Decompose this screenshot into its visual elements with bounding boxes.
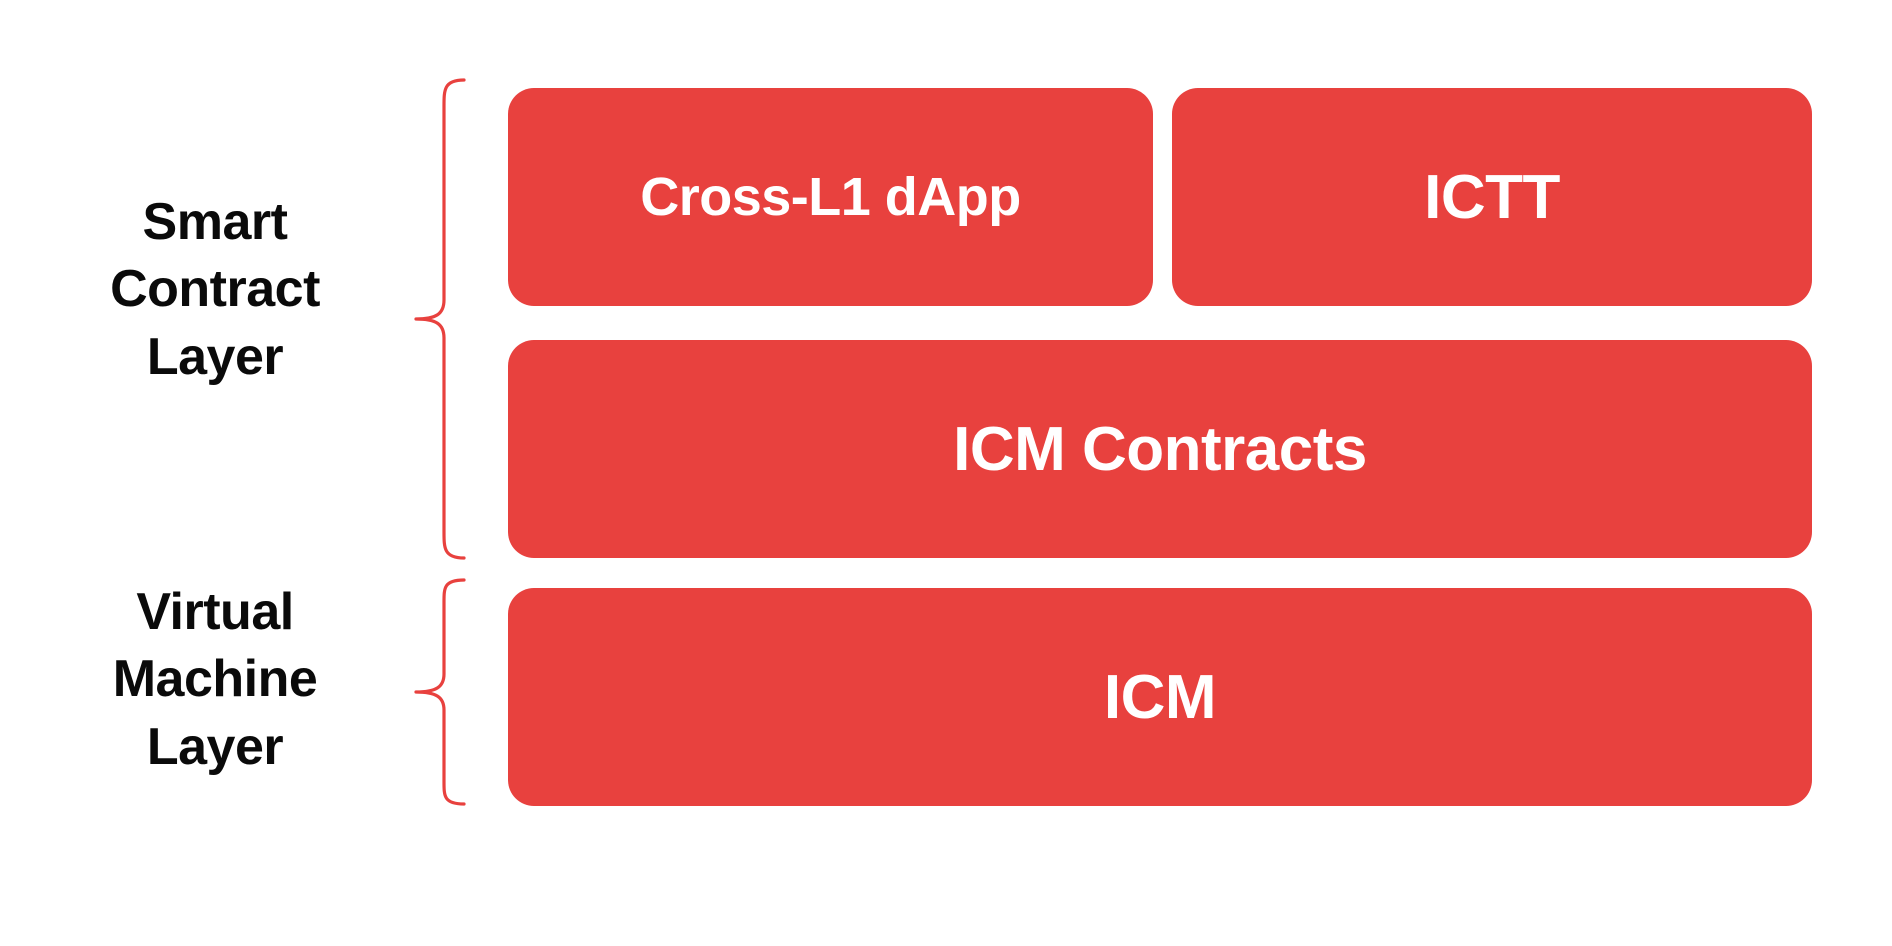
- card-label: ICTT: [1424, 162, 1560, 232]
- layer-label-line: Layer: [146, 327, 284, 386]
- layer-label-virtual-machine: Virtual Machine Layer: [60, 580, 370, 780]
- card-label: ICM: [1103, 662, 1217, 732]
- card-label: ICM Contracts: [953, 414, 1367, 484]
- card-icm-contracts[interactable]: ICM Contracts: [508, 340, 1812, 558]
- layer-label-line: Virtual: [136, 582, 294, 641]
- card-cross-l1-dapp[interactable]: Cross-L1 dApp: [508, 88, 1153, 306]
- brace-smart-contract-icon: [414, 78, 466, 560]
- card-label: Cross-L1 dApp: [640, 167, 1021, 227]
- layer-label-line: Contract: [110, 260, 320, 319]
- layer-label-line: Machine: [112, 650, 318, 709]
- layer-label-line: Smart: [142, 192, 288, 251]
- card-icm[interactable]: ICM: [508, 588, 1812, 806]
- layer-label-line: Layer: [146, 717, 284, 776]
- layer-label-smart-contract: Smart Contract Layer: [60, 190, 370, 390]
- brace-virtual-machine-icon: [414, 578, 466, 806]
- card-ictt[interactable]: ICTT: [1172, 88, 1812, 306]
